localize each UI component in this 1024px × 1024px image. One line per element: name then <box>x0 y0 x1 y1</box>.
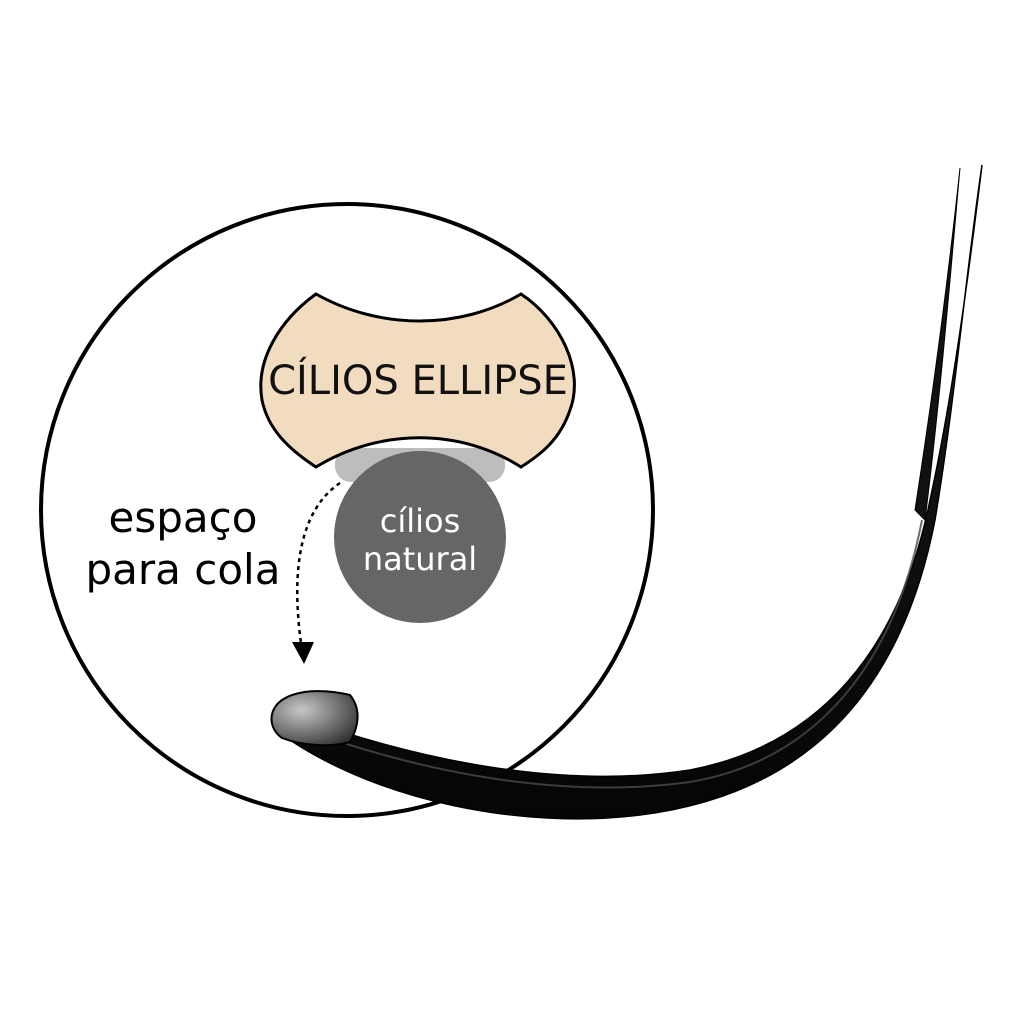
glue-label-line1: espaço <box>109 493 258 542</box>
lash-strand <box>289 164 983 820</box>
ellipse-lash-shape <box>259 292 576 469</box>
glue-arrow-head <box>292 642 314 664</box>
glue-arrow <box>296 481 341 651</box>
glue-label-line2: para cola <box>86 545 281 594</box>
lash-cut-end <box>270 690 359 747</box>
natural-lash-circle <box>334 451 506 623</box>
natural-label-line1: cílios <box>380 502 461 540</box>
lash-highlight <box>299 519 923 789</box>
natural-label-line2: natural <box>363 540 477 578</box>
lash-strand-split-tip <box>914 167 961 522</box>
ellipse-label: CÍLIOS ELLIPSE <box>268 356 568 404</box>
